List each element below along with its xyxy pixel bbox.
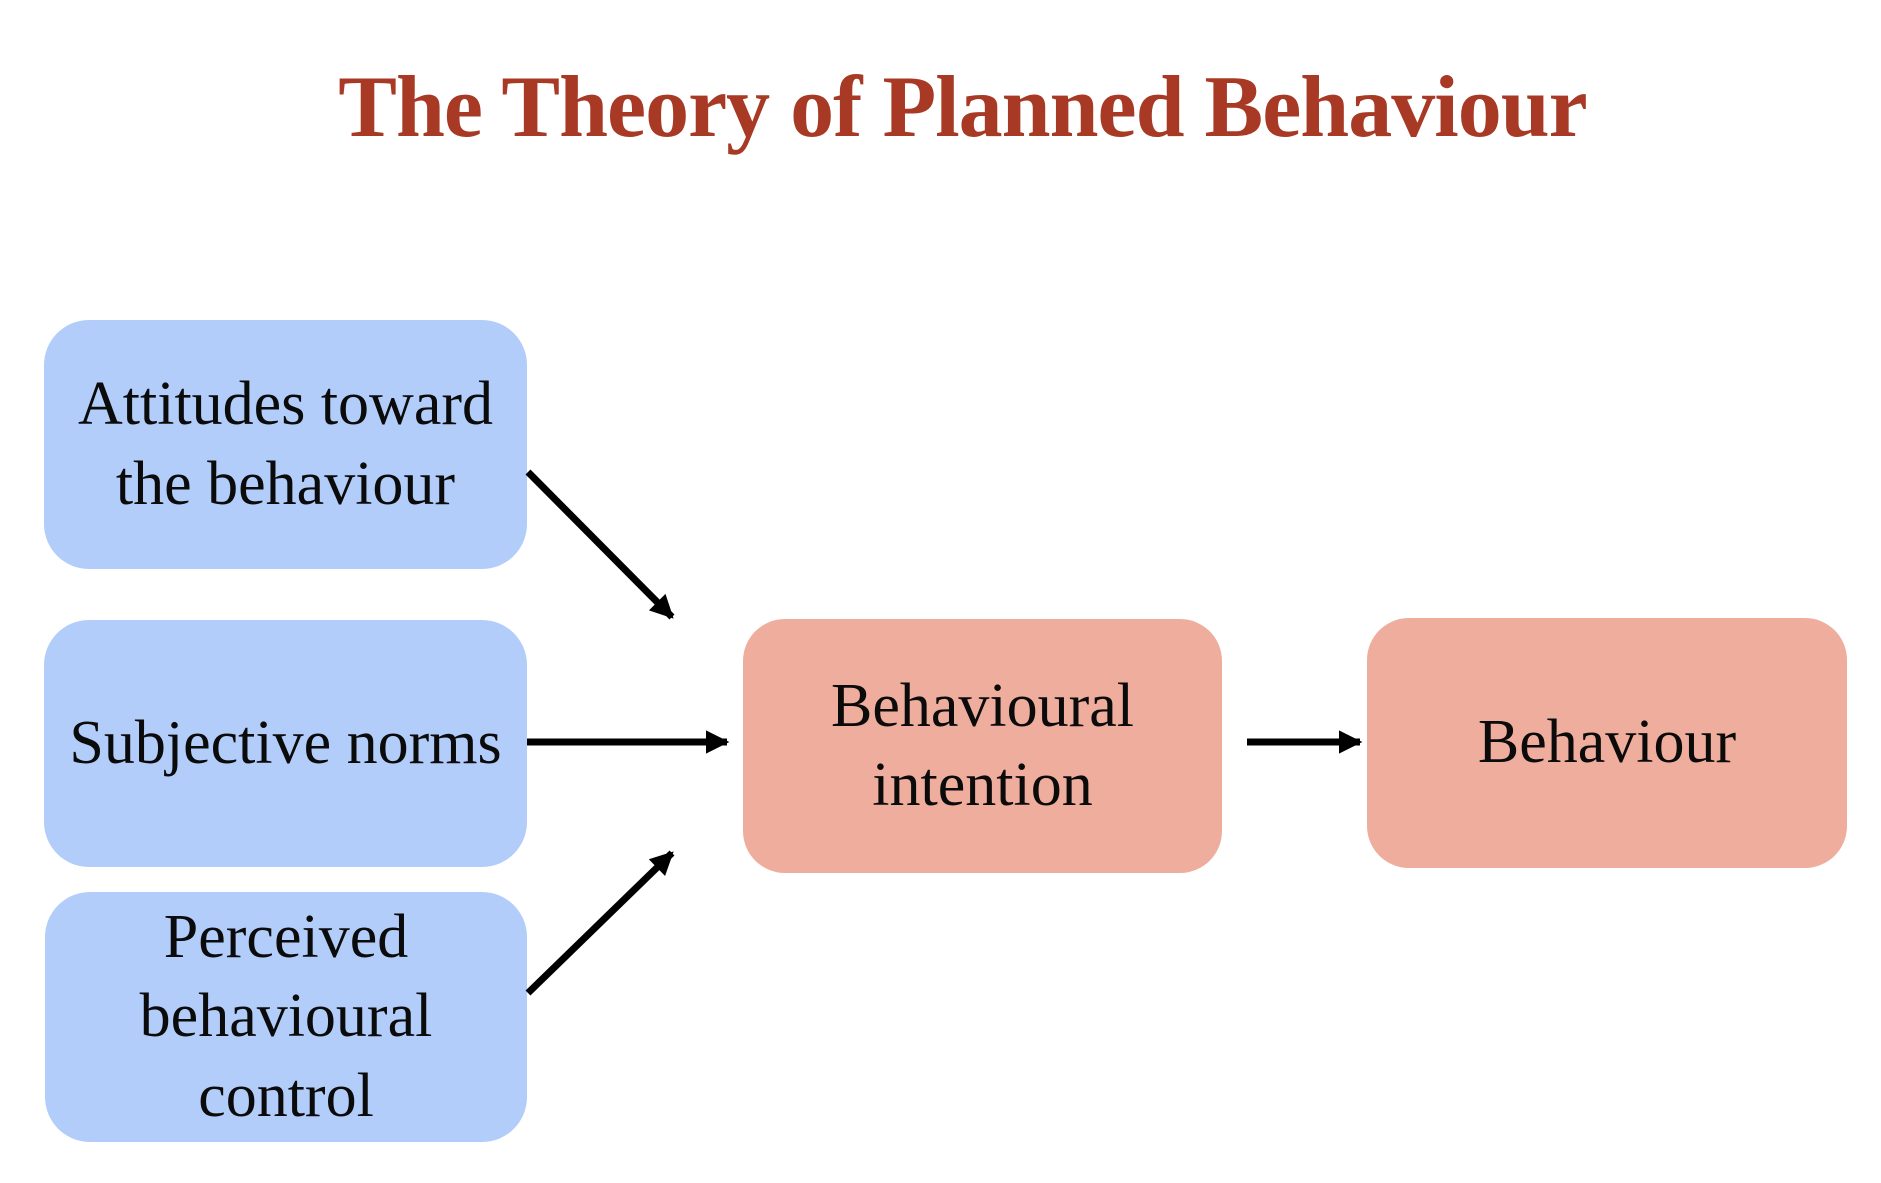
- factor-box-perceived-behavioural-control: Perceived behavioural control: [45, 892, 527, 1142]
- mediator-label-behavioural-intention: Behavioural intention: [830, 671, 1134, 819]
- diagram-title: The Theory of Planned Behaviour: [338, 59, 1587, 156]
- arrow-attitudes-to-intention: [525, 469, 675, 620]
- factor-label-subjective-norms: Subjective norms: [69, 708, 502, 777]
- factor-box-subjective-norms: Subjective norms: [44, 620, 527, 867]
- outcome-label-behaviour: Behaviour: [1477, 708, 1737, 777]
- factor-label-attitudes: Attitudes toward the behaviour: [78, 370, 493, 518]
- factor-box-attitudes: Attitudes toward the behaviour: [44, 320, 527, 569]
- mediator-box-behavioural-intention: Behavioural intention: [743, 619, 1222, 873]
- outcome-box-behaviour: Behaviour: [1367, 618, 1847, 868]
- factor-label-perceived-behavioural-control: Perceived behavioural control: [139, 902, 433, 1130]
- arrow-perceived-control-to-intention: [525, 850, 675, 996]
